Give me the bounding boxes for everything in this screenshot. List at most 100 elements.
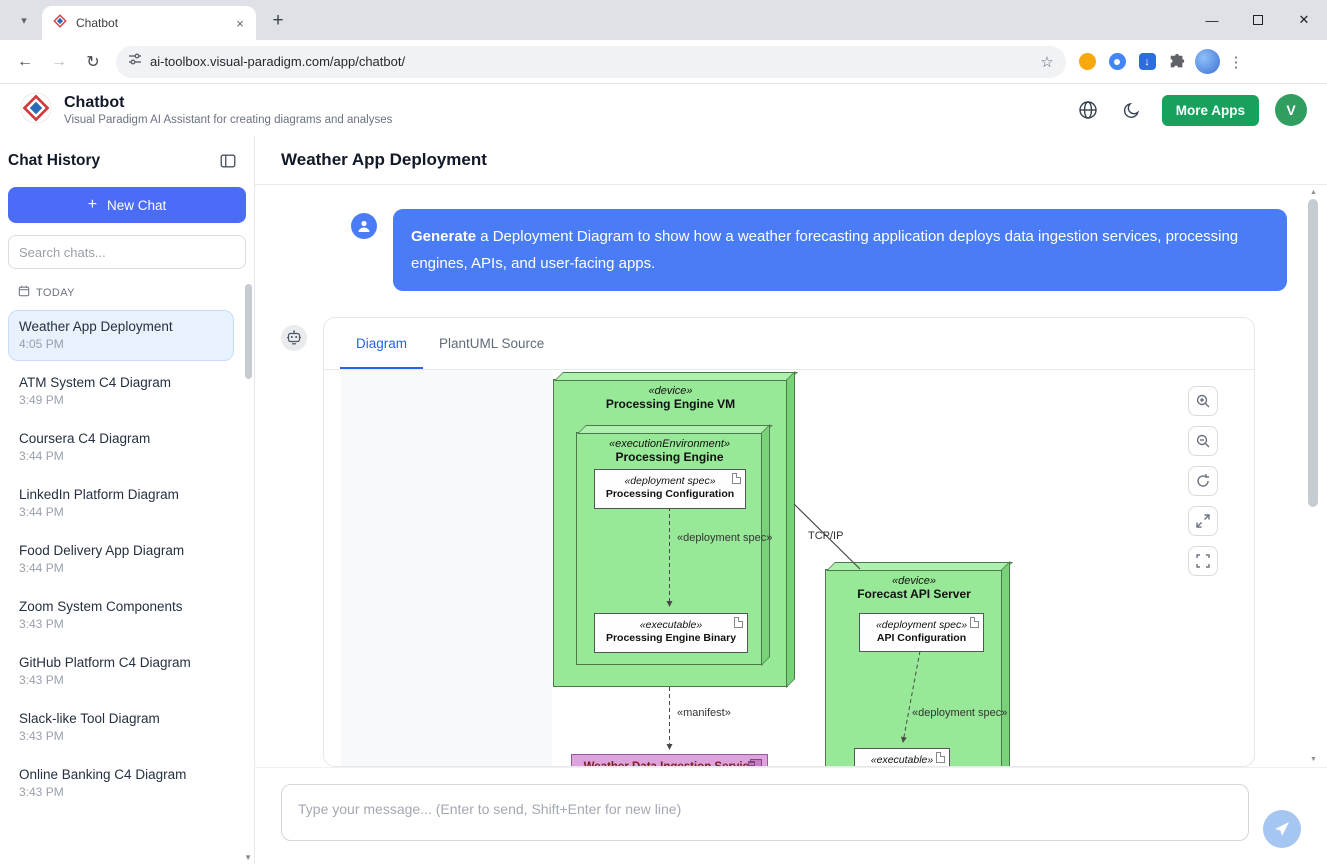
- tab-close-icon[interactable]: ×: [236, 15, 244, 31]
- extension-icon-orange[interactable]: [1074, 49, 1100, 75]
- user-avatar[interactable]: V: [1275, 94, 1307, 126]
- artifact-name: Processing Engine Binary: [605, 632, 737, 644]
- artifact-name: API Configuration: [876, 632, 967, 644]
- send-button[interactable]: [1263, 810, 1301, 848]
- browser-tab[interactable]: Chatbot ×: [42, 6, 256, 40]
- extension-icon-blue[interactable]: [1104, 49, 1130, 75]
- message-composer: [255, 767, 1327, 864]
- artifact-stereotype: «deployment spec»: [875, 619, 968, 631]
- tab-search-icon[interactable]: ▾: [21, 14, 27, 27]
- chat-history-item[interactable]: Weather App Deployment 4:05 PM: [8, 310, 234, 361]
- collapse-sidebar-icon[interactable]: [214, 147, 242, 175]
- chat-list: Weather App Deployment 4:05 PM ATM Syste…: [0, 308, 254, 864]
- page-title: Weather App Deployment: [281, 150, 487, 169]
- chat-item-time: 3:44 PM: [19, 561, 64, 575]
- reload-icon[interactable]: ↻: [86, 53, 100, 71]
- dark-mode-moon-icon[interactable]: [1118, 96, 1146, 124]
- forward-icon[interactable]: →: [51, 52, 67, 70]
- profile-avatar[interactable]: [1194, 49, 1220, 75]
- node-name: Forecast API Server: [857, 587, 971, 601]
- chat-scrollbar-thumb[interactable]: [1308, 199, 1318, 507]
- chat-item-time: 3:49 PM: [19, 393, 64, 407]
- tab-favicon: [52, 12, 68, 34]
- app-logo: [20, 91, 52, 129]
- bot-avatar-robot-icon: [281, 325, 307, 351]
- new-chat-button[interactable]: + New Chat: [8, 187, 246, 223]
- chat-item-title: Slack-like Tool Diagram: [19, 711, 160, 726]
- chat-history-item[interactable]: Zoom System Components 3:43 PM: [8, 590, 234, 641]
- component-name: Weather Data Ingestion Service: [572, 755, 767, 766]
- chat-history-sidebar: Chat History + New Chat TODAY Weather Ap…: [0, 136, 255, 864]
- app-subtitle: Visual Paradigm AI Assistant for creatin…: [64, 114, 393, 126]
- chat-messages-area: Generate a Deployment Diagram to show ho…: [255, 185, 1327, 767]
- search-chats-input[interactable]: [8, 235, 246, 269]
- chat-item-time: 3:43 PM: [19, 729, 64, 743]
- chat-history-item[interactable]: Slack-like Tool Diagram 3:43 PM: [8, 702, 234, 753]
- tab-diagram[interactable]: Diagram: [340, 318, 424, 369]
- chat-history-item[interactable]: Online Banking C4 Diagram 3:43 PM: [8, 758, 234, 809]
- bookmark-star-icon[interactable]: ☆: [1040, 53, 1054, 71]
- section-label: TODAY: [36, 286, 75, 299]
- zoom-out-button[interactable]: [1188, 426, 1218, 456]
- node-stereotype: «executionEnvironment»: [608, 438, 731, 450]
- document-icon: [970, 617, 979, 628]
- chat-history-item[interactable]: Food Delivery App Diagram 3:44 PM: [8, 534, 234, 585]
- diagram-result-card: Diagram PlantUML Source «device» Process…: [323, 317, 1255, 767]
- main-panel: Weather App Deployment Generate a Deploy…: [255, 136, 1327, 864]
- chat-history-item[interactable]: GitHub Platform C4 Diagram 3:43 PM: [8, 646, 234, 697]
- node-name: Processing Engine VM: [605, 397, 736, 411]
- node-stereotype: «device»: [648, 385, 693, 397]
- more-apps-button[interactable]: More Apps: [1161, 94, 1259, 126]
- url-text: ai-toolbox.visual-paradigm.com/app/chatb…: [150, 54, 406, 69]
- back-icon[interactable]: ←: [17, 52, 33, 70]
- chat-item-time: 3:43 PM: [19, 617, 64, 631]
- chat-history-item[interactable]: LinkedIn Platform Diagram 3:44 PM: [8, 478, 234, 529]
- tab-plantuml-source[interactable]: PlantUML Source: [439, 336, 545, 351]
- browser-menu-icon[interactable]: ⋮: [1228, 53, 1244, 71]
- diagram-canvas[interactable]: «device» Processing Engine VM «execution…: [324, 370, 1254, 766]
- chat-history-item[interactable]: ATM System C4 Diagram 3:49 PM: [8, 366, 234, 417]
- new-tab-button[interactable]: +: [272, 10, 284, 31]
- component-weather-data-ingestion-service: Weather Data Ingestion Service: [571, 754, 768, 766]
- chat-item-title: Food Delivery App Diagram: [19, 543, 185, 558]
- sidebar-scroll-down-icon[interactable]: ▼: [244, 853, 252, 862]
- chat-item-time: 3:43 PM: [19, 785, 64, 799]
- message-input[interactable]: [281, 784, 1249, 841]
- chat-item-time: 4:05 PM: [19, 337, 64, 351]
- expand-button[interactable]: [1188, 506, 1218, 536]
- browser-addressbar: ← → ↻ ai-toolbox.visual-paradigm.com/app…: [0, 40, 1327, 84]
- language-globe-icon[interactable]: [1074, 96, 1102, 124]
- chat-history-item[interactable]: Coursera C4 Diagram 3:44 PM: [8, 422, 234, 473]
- edge-label-deployment-spec-2: «deployment spec»: [912, 707, 1008, 719]
- browser-tabstrip: ▾ Chatbot × + — ✕: [0, 0, 1327, 40]
- edge-label-tcpip: TCP/IP: [808, 530, 844, 542]
- chat-item-title: LinkedIn Platform Diagram: [19, 487, 179, 502]
- artifact-processing-configuration: «deployment spec» Processing Configurati…: [594, 469, 746, 509]
- extension-icon-download[interactable]: ↓: [1134, 49, 1160, 75]
- chat-scrollbar[interactable]: ▲ ▼: [1308, 189, 1319, 763]
- edge-label-deployment-spec: «deployment spec»: [677, 532, 773, 544]
- chat-item-time: 3:44 PM: [19, 505, 64, 519]
- url-bar[interactable]: ai-toolbox.visual-paradigm.com/app/chatb…: [116, 45, 1066, 78]
- scroll-up-icon[interactable]: ▲: [1310, 189, 1317, 196]
- window-maximize-button[interactable]: [1235, 0, 1281, 40]
- artifact-stereotype: «executable»: [870, 754, 934, 766]
- scroll-down-icon[interactable]: ▼: [1310, 756, 1317, 763]
- node-forecast-api-server: «device» Forecast API Server «deployment…: [825, 569, 1003, 766]
- tab-title: Chatbot: [76, 16, 119, 30]
- fit-to-screen-button[interactable]: [1188, 546, 1218, 576]
- zoom-in-button[interactable]: [1188, 386, 1218, 416]
- result-tabs: Diagram PlantUML Source: [324, 318, 1254, 370]
- reset-view-button[interactable]: [1188, 466, 1218, 496]
- plus-icon: +: [87, 196, 98, 213]
- window-minimize-button[interactable]: —: [1205, 12, 1219, 28]
- node-processing-engine-vm: «device» Processing Engine VM «execution…: [553, 379, 788, 687]
- sidebar-scrollbar[interactable]: [245, 284, 252, 379]
- window-close-button[interactable]: ✕: [1298, 12, 1310, 27]
- site-settings-icon[interactable]: [128, 52, 142, 71]
- app-header: Chatbot Visual Paradigm AI Assistant for…: [0, 84, 1327, 136]
- calendar-icon: [18, 285, 30, 300]
- diagram-zoom-controls: [1188, 386, 1218, 576]
- artifact-stereotype: «executable»: [639, 619, 703, 631]
- extensions-puzzle-icon[interactable]: [1164, 49, 1190, 75]
